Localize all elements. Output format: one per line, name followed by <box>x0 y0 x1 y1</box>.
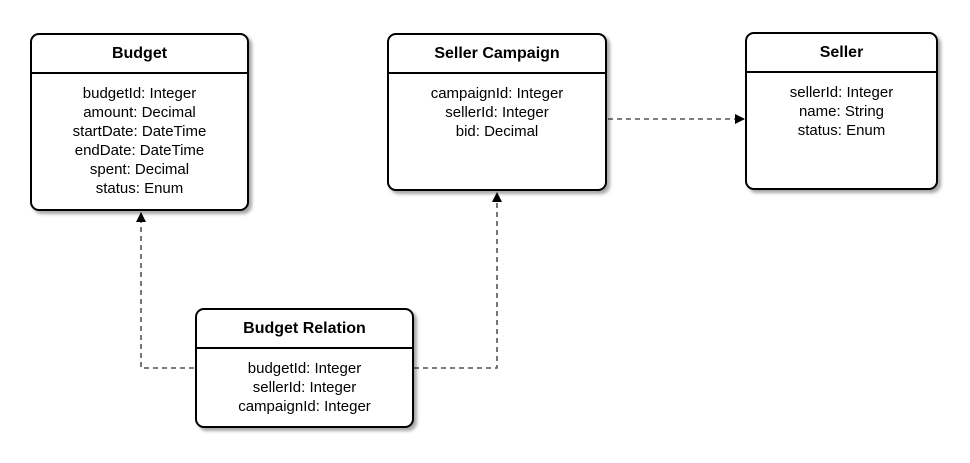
entity-field: campaignId: Integer <box>430 85 564 102</box>
entity-field: budgetId: Integer <box>247 360 362 377</box>
entity-field: endDate: DateTime <box>74 142 205 159</box>
connector-budget-relation-to-seller-campaign <box>414 192 502 369</box>
entity-field: campaignId: Integer <box>238 398 371 415</box>
entity-seller[interactable]: Seller sellerId: Integer name: String st… <box>745 32 938 190</box>
entity-field: sellerId: Integer <box>445 104 549 121</box>
entity-field: budgetId: Integer <box>82 85 197 102</box>
entity-budget-relation[interactable]: Budget Relation budgetId: Integer seller… <box>195 308 414 428</box>
connector-budget-relation-to-budget <box>136 212 194 369</box>
entity-field: status: Enum <box>797 122 886 139</box>
entity-fields: budgetId: Integer amount: Decimal startD… <box>32 74 247 198</box>
entity-field: bid: Decimal <box>455 123 539 140</box>
entity-field: spent: Decimal <box>89 161 190 178</box>
entity-seller-campaign[interactable]: Seller Campaign campaignId: Integer sell… <box>387 33 607 191</box>
entity-budget[interactable]: Budget budgetId: Integer amount: Decimal… <box>30 33 249 211</box>
entity-fields: budgetId: Integer sellerId: Integer camp… <box>197 349 412 416</box>
entity-title: Seller <box>747 34 936 73</box>
entity-field: sellerId: Integer <box>252 379 357 396</box>
entity-title: Budget Relation <box>197 310 412 349</box>
entity-field: startDate: DateTime <box>72 123 207 140</box>
entity-field: sellerId: Integer <box>789 84 894 101</box>
entity-title: Seller Campaign <box>389 35 605 74</box>
entity-fields: campaignId: Integer sellerId: Integer bi… <box>389 74 605 141</box>
entity-field: amount: Decimal <box>83 104 196 121</box>
entity-title: Budget <box>32 35 247 74</box>
entity-field: status: Enum <box>95 180 184 197</box>
entity-fields: sellerId: Integer name: String status: E… <box>747 73 936 140</box>
entity-field: name: String <box>798 103 885 120</box>
